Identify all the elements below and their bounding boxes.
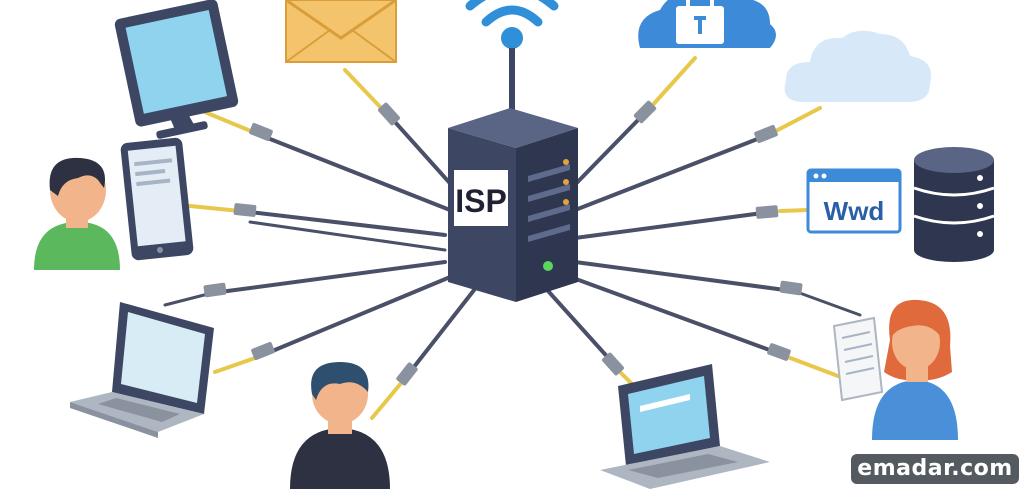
cable-laptop-left: [163, 260, 447, 307]
isp-label: ISP: [455, 183, 507, 219]
cable-laptop-left-lower: [213, 273, 457, 374]
cable-document: [563, 273, 840, 378]
envelope-icon: [285, 0, 397, 63]
cloud-lock-icon: [638, 0, 776, 48]
browser-window-text: Wwd: [824, 196, 885, 226]
tablet-icon: [120, 137, 194, 261]
cable-tablet: [248, 220, 447, 252]
browser-window-icon: Wwd: [806, 168, 902, 234]
cable-person-green: [188, 203, 447, 237]
person-dark-icon: [290, 362, 390, 489]
cable-cloud-lock: [558, 56, 697, 202]
watermark-logo: emadar.com: [851, 454, 1019, 484]
person-green-icon: [34, 157, 120, 270]
laptop-left-icon: [70, 302, 214, 438]
person-orange-hair-icon: [872, 299, 958, 440]
cables: [163, 56, 862, 420]
cloud-icon: [784, 30, 932, 102]
cable-desktop: [193, 106, 457, 214]
cable-envelope: [343, 68, 467, 202]
cable-browser: [573, 205, 810, 240]
cable-cloud: [568, 106, 822, 214]
desktop-monitor-icon: [114, 0, 239, 139]
document-icon: [832, 316, 884, 402]
cable-person-orange: [573, 260, 862, 317]
isp-label-plate: [454, 170, 508, 226]
isp-server-icon: ISP: [448, 108, 578, 302]
laptop-bottom-icon: [600, 364, 770, 489]
cable-person-dark: [370, 283, 480, 420]
database-icon: [913, 147, 995, 262]
server-status-light: [543, 261, 553, 271]
